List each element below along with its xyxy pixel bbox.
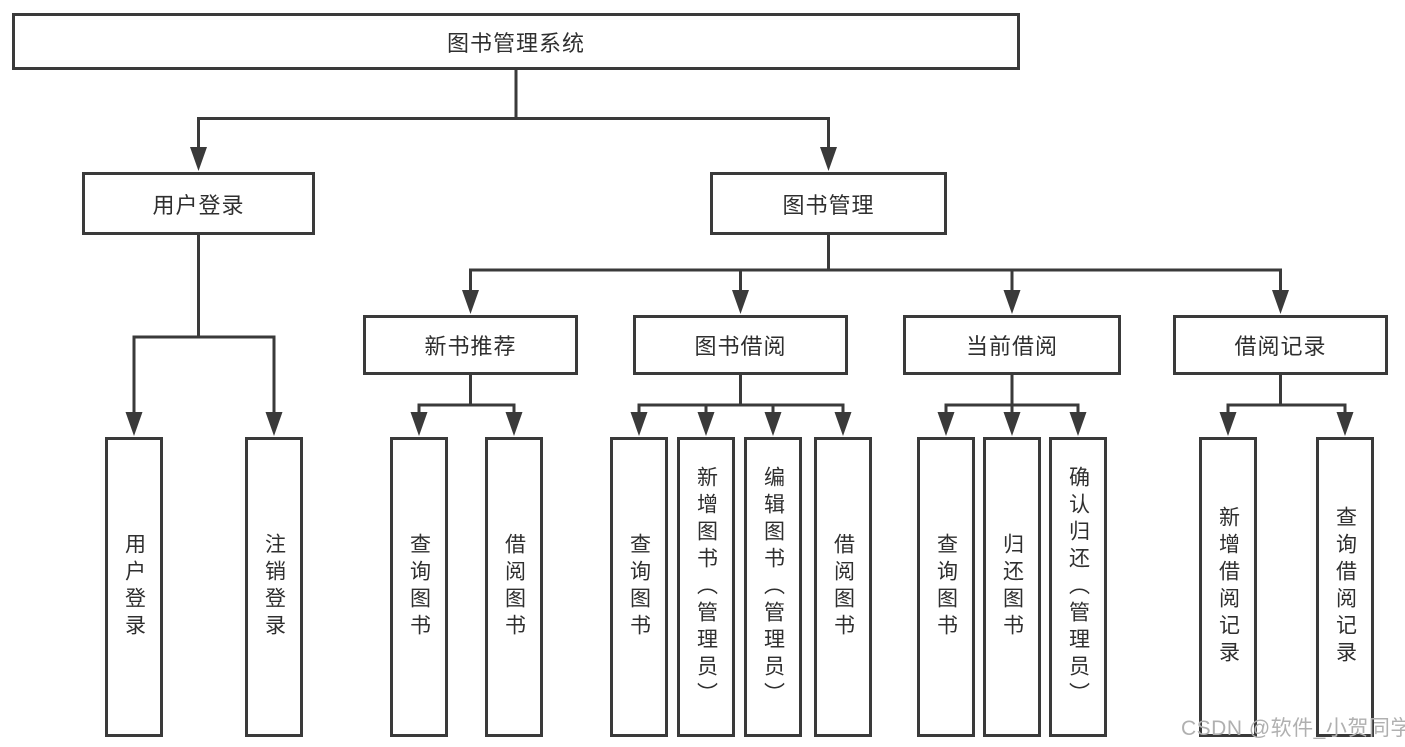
- node-new-book-recommend: 新书推荐: [363, 315, 578, 375]
- leaf-borrow-query-label: 查询图书: [627, 533, 651, 641]
- leaf-records-query-label: 查询借阅记录: [1333, 506, 1357, 668]
- node-new-book-recommend-label: 新书推荐: [424, 334, 517, 359]
- leaf-current-query: 查询图书: [917, 437, 975, 737]
- node-book-management-label: 图书管理: [782, 192, 875, 218]
- leaf-current-return: 归还图书: [983, 437, 1041, 737]
- node-user-login-label: 用户登录: [152, 192, 245, 218]
- node-book-borrow-label: 图书借阅: [694, 334, 787, 359]
- leaf-newbook-query: 查询图书: [390, 437, 448, 737]
- leaf-borrow-query: 查询图书: [610, 437, 668, 737]
- leaf-records-add-label: 新增借阅记录: [1216, 506, 1240, 668]
- leaf-borrow-add-admin-label: 新增图书（管理员）: [694, 465, 718, 709]
- node-current-borrow: 当前借阅: [903, 315, 1121, 375]
- leaf-borrow-edit-admin-label: 编辑图书（管理员）: [761, 465, 785, 709]
- node-system-root: 图书管理系统: [12, 13, 1020, 70]
- leaf-current-confirm-admin: 确认归还（管理员）: [1049, 437, 1107, 737]
- leaf-logout-label: 注销登录: [262, 533, 286, 641]
- leaf-user-login-label: 用户登录: [122, 533, 146, 641]
- connector-segments: [132, 70, 1347, 414]
- csdn-watermark: CSDN @软件_小贺同学: [1181, 717, 1405, 740]
- node-system-root-label: 图书管理系统: [446, 30, 585, 56]
- node-borrow-records: 借阅记录: [1173, 315, 1388, 375]
- node-book-borrow: 图书借阅: [633, 315, 848, 375]
- leaf-current-confirm-admin-label: 确认归还（管理员）: [1066, 465, 1090, 709]
- node-current-borrow-label: 当前借阅: [965, 334, 1058, 359]
- leaf-records-add: 新增借阅记录: [1199, 437, 1257, 737]
- leaf-records-query: 查询借阅记录: [1316, 437, 1374, 737]
- node-book-management: 图书管理: [710, 172, 947, 235]
- leaf-newbook-borrow: 借阅图书: [485, 437, 543, 737]
- leaf-borrow-add-admin: 新增图书（管理员）: [677, 437, 735, 737]
- leaf-borrow-edit-admin: 编辑图书（管理员）: [744, 437, 802, 737]
- leaf-newbook-query-label: 查询图书: [407, 533, 431, 641]
- leaf-borrow-borrow: 借阅图书: [814, 437, 872, 737]
- leaf-current-return-label: 归还图书: [1000, 533, 1024, 641]
- leaf-current-query-label: 查询图书: [934, 533, 958, 641]
- leaf-newbook-borrow-label: 借阅图书: [502, 533, 526, 641]
- node-borrow-records-label: 借阅记录: [1234, 334, 1327, 359]
- leaf-borrow-borrow-label: 借阅图书: [831, 533, 855, 641]
- connector-arrowheads: [125, 147, 1354, 436]
- leaf-logout: 注销登录: [245, 437, 303, 737]
- node-user-login: 用户登录: [82, 172, 315, 235]
- leaf-user-login: 用户登录: [105, 437, 163, 737]
